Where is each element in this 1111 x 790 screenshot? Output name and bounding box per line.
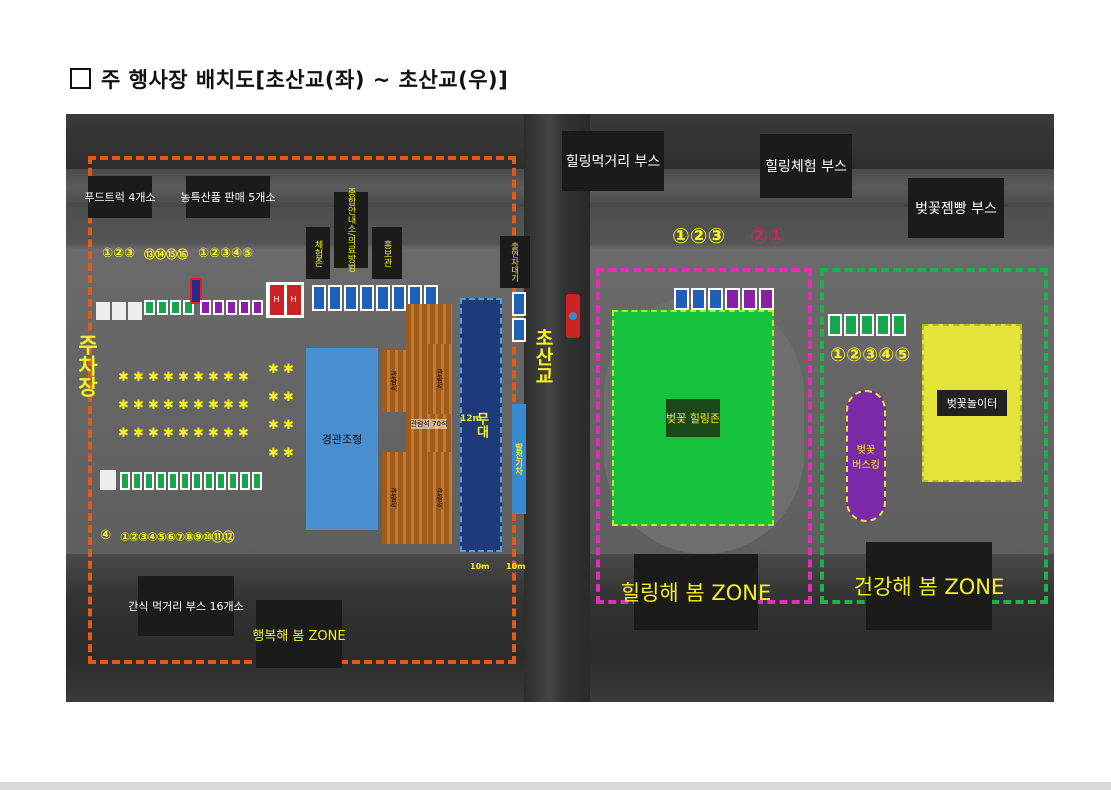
snack-numbers: ①②③④⑤⑥⑦⑧⑨⑩⑪⑫ — [120, 530, 235, 544]
healing-exp-booths — [725, 288, 774, 310]
width-b: 10m — [506, 562, 526, 571]
healing-food-booth-label: 힐링먹거리 부스 — [562, 131, 664, 191]
center-road — [524, 114, 590, 702]
experience-label: 체험존 — [306, 227, 330, 279]
food-booth-numbers: ⑬⑭⑮⑯ — [144, 248, 188, 261]
dressing-room-label: 출연자대기 — [500, 236, 530, 288]
bread-booth-label: 벚꽃젬빵 부스 — [908, 178, 1004, 238]
stage-size: 12m — [460, 414, 482, 424]
promo-label: 홍보관 — [372, 227, 402, 279]
farm-booth-row — [200, 300, 263, 315]
stage: 무대 — [460, 298, 502, 552]
happy-zone-label: 행복해 봄 ZONE — [252, 600, 346, 668]
bread-booths — [828, 314, 906, 336]
snack-truck-icon — [100, 470, 116, 490]
info-center-label: 종합안내소/의료방범 — [334, 188, 368, 272]
dressing-booths — [512, 292, 526, 342]
health-zone-label: 건강해 봄 ZONE — [854, 542, 1004, 630]
healing-numbers: ①②③ — [672, 224, 726, 248]
healing-numbers-red: ②① — [750, 224, 786, 248]
snack-booth-label: 간식 먹거리 부스 16개소 — [128, 576, 244, 636]
parking-spaces-right: ✱✱✱✱✱✱✱✱ — [268, 362, 294, 461]
cherry-playground: 벚꽃놀이터 — [922, 324, 1022, 482]
snack-booth-row — [120, 472, 262, 490]
seating-right-top: 관람석 — [428, 344, 452, 414]
footer-bar — [0, 782, 1111, 790]
restroom-box: H H — [266, 282, 304, 318]
food-truck-numbers: ①②③ — [102, 246, 136, 261]
healing-zone-label: 힐링해 봄 ZONE — [621, 554, 771, 630]
seating-left-top: 관람석 — [382, 350, 406, 412]
page-title: 주 행사장 배치도[초산교(좌) ~ 초산교(우)] — [70, 64, 508, 94]
site-map: 푸드트럭 4개소 농특산품 판매 5개소 ①②③ ⑬⑭⑮⑯ ①②③④⑤ H H … — [66, 114, 1054, 702]
busking-stage: 벚꽃 버스킹 — [846, 390, 886, 522]
food-booth-row-top — [144, 300, 194, 315]
healing-food-booths — [674, 288, 723, 310]
parking-spaces: ✱✱✱✱✱✱✱✱✱ ✱✱✱✱✱✱✱✱✱ ✱✱✱✱✱✱✱✱✱ — [118, 370, 249, 441]
promo-booth-row — [312, 285, 438, 311]
food-truck-icons — [96, 302, 144, 330]
farm-numbers: ①②③④⑤ — [198, 246, 254, 261]
snack-number-left: ④ — [100, 528, 112, 543]
restroom-pole — [566, 294, 580, 338]
width-a: 10m — [470, 562, 490, 571]
farm-products-label: 농특산품 판매 5개소 — [181, 176, 275, 218]
healing-exp-booth-label: 힐링체험 부스 — [760, 134, 852, 198]
generator-truck: 발전기차 — [512, 404, 526, 514]
cherry-healing-lawn: 벚꽃 힐링존 — [612, 310, 774, 526]
food-booth-marker — [190, 278, 202, 304]
parking-label: 주차장 — [75, 334, 99, 397]
health-numbers: ①②③④⑤ — [830, 344, 911, 366]
bridge-label: 초산교 — [532, 328, 554, 385]
landscape-area: 경관조형 — [306, 348, 378, 530]
seating-right-bottom: 관람석 — [428, 452, 452, 544]
checkbox-icon — [70, 68, 91, 89]
seating-left-bottom: 관람석 — [382, 452, 406, 544]
food-truck-label: 푸드트럭 4개소 — [84, 176, 156, 218]
